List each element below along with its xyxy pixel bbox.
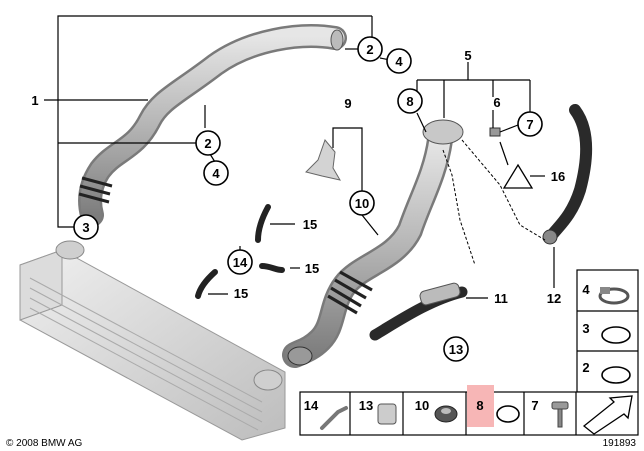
callout-8[interactable]: 8 xyxy=(397,88,423,114)
svg-text:3: 3 xyxy=(582,321,589,336)
legend-item-grommet-10[interactable]: 10 xyxy=(415,398,458,423)
svg-text:1: 1 xyxy=(31,93,38,108)
svg-text:15: 15 xyxy=(305,261,319,276)
svg-text:14: 14 xyxy=(304,398,319,413)
legend-highlight xyxy=(467,385,494,427)
svg-text:16: 16 xyxy=(551,169,565,184)
legend-item-clamp-4[interactable]: 4 xyxy=(582,282,630,305)
svg-text:13: 13 xyxy=(359,398,373,413)
svg-text:2: 2 xyxy=(204,136,211,151)
svg-text:3: 3 xyxy=(82,220,89,235)
svg-text:11: 11 xyxy=(494,291,508,306)
callout-7[interactable]: 7 xyxy=(517,111,543,137)
part-number-text: 191893 xyxy=(603,438,637,449)
legend-item-screw-7[interactable]: 7 xyxy=(531,398,569,428)
callout-15-top[interactable]: 15 xyxy=(303,217,317,232)
callout-2-mid[interactable]: 2 xyxy=(195,130,221,156)
callout-4-top[interactable]: 4 xyxy=(386,48,412,74)
sensor-6 xyxy=(489,127,501,137)
svg-text:4: 4 xyxy=(395,54,403,69)
callout-2-top[interactable]: 2 xyxy=(357,36,383,62)
svg-text:4: 4 xyxy=(212,166,220,181)
copyright-text: © 2008 BMW AG xyxy=(6,438,83,449)
svg-text:2: 2 xyxy=(582,360,589,375)
callout-3[interactable]: 3 xyxy=(73,214,99,240)
callout-12[interactable]: 12 xyxy=(547,291,561,306)
svg-text:15: 15 xyxy=(303,217,317,232)
callout-5[interactable]: 5 xyxy=(464,48,471,63)
svg-text:10: 10 xyxy=(355,196,369,211)
callout-15-mid[interactable]: 15 xyxy=(305,261,319,276)
svg-text:4: 4 xyxy=(582,282,590,297)
callout-6[interactable]: 6 xyxy=(493,95,500,110)
callout-11[interactable]: 11 xyxy=(494,291,508,306)
svg-text:8: 8 xyxy=(406,94,413,109)
legend-item-ring-8[interactable]: 8 xyxy=(476,398,520,423)
callout-13[interactable]: 13 xyxy=(443,336,469,362)
callout-15-bottom[interactable]: 15 xyxy=(234,286,248,301)
bracket-9 xyxy=(305,139,342,181)
callout-4-mid[interactable]: 4 xyxy=(203,160,229,186)
callout-10[interactable]: 10 xyxy=(349,190,375,216)
callout-1[interactable]: 1 xyxy=(31,93,38,108)
svg-text:10: 10 xyxy=(415,398,429,413)
legend-item-hose-14[interactable]: 14 xyxy=(304,398,348,430)
callout-16[interactable]: 16 xyxy=(502,163,565,189)
svg-text:15: 15 xyxy=(234,286,248,301)
svg-text:9: 9 xyxy=(344,96,351,111)
upper-charge-pipe xyxy=(78,24,347,227)
svg-text:2: 2 xyxy=(366,42,373,57)
callout-14[interactable]: 14 xyxy=(227,249,253,275)
svg-text:14: 14 xyxy=(233,255,248,270)
svg-text:13: 13 xyxy=(449,342,463,357)
small-hoses-15 xyxy=(195,204,285,299)
vent-hose-12 xyxy=(542,104,593,245)
svg-text:12: 12 xyxy=(547,291,561,306)
svg-text:6: 6 xyxy=(493,95,500,110)
svg-text:7: 7 xyxy=(531,398,538,413)
svg-text:5: 5 xyxy=(464,48,471,63)
legend-item-clip-13[interactable]: 13 xyxy=(359,398,397,425)
legend-item-ring-3[interactable]: 3 xyxy=(582,321,631,344)
svg-text:7: 7 xyxy=(526,117,533,132)
legend-item-ring-2[interactable]: 2 xyxy=(582,360,631,384)
lower-charge-pipe xyxy=(282,119,464,368)
intercooler xyxy=(19,240,286,441)
hose-11 xyxy=(369,282,468,341)
svg-text:8: 8 xyxy=(476,398,483,413)
legend-arrow-icon xyxy=(582,395,633,435)
callout-9[interactable]: 9 xyxy=(344,96,351,111)
